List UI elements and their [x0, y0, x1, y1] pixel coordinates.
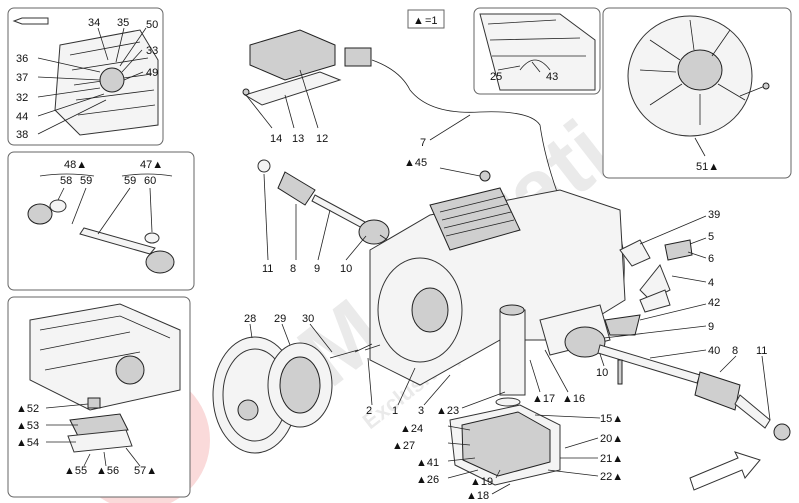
callout-11-right: 11 — [756, 345, 767, 357]
callout-39: 39 — [708, 209, 720, 221]
callout-10-left: 10 — [340, 263, 352, 275]
callout-5: 5 — [708, 231, 714, 243]
callout-16: ▲16 — [562, 393, 585, 405]
callout-3: 3 — [418, 405, 424, 417]
callout-17: ▲17 — [532, 393, 555, 405]
callout-28: 28 — [244, 313, 256, 325]
callout-54: ▲54 — [16, 437, 39, 449]
callout-27: ▲27 — [392, 440, 415, 452]
callout-29: 29 — [274, 313, 286, 325]
gearbox-callouts: 2 1 3 ▲23 ▲17 ▲16 15▲ ▲24 ▲27 ▲41 ▲26 ▲1… — [366, 349, 623, 502]
callout-51: 51▲ — [696, 161, 719, 173]
callout-37: 37 — [16, 72, 28, 84]
callout-32: 32 — [16, 92, 28, 104]
callout-44: 44 — [16, 111, 28, 123]
callout-48: 48▲ — [64, 159, 87, 171]
callout-35: 35 — [117, 17, 129, 29]
callout-15: 15▲ — [600, 413, 623, 425]
callout-49: 49 — [146, 67, 158, 79]
callout-21: 21▲ — [600, 453, 623, 465]
callout-9-left: 9 — [314, 263, 320, 275]
callout-12: 12 — [316, 133, 328, 145]
callout-11-left: 11 — [262, 263, 273, 275]
callout-33: 33 — [146, 45, 158, 57]
callout-57: 57▲ — [134, 465, 157, 477]
callout-7: 7 — [420, 137, 426, 149]
callout-14: 14 — [270, 133, 282, 145]
callout-8-right: 8 — [732, 345, 738, 357]
callout-59-left: 59 — [80, 175, 92, 187]
callout-41: ▲41 — [416, 457, 439, 469]
callout-55: ▲55 — [64, 465, 87, 477]
callout-56: ▲56 — [96, 465, 119, 477]
right-half-shaft: 9 40 8 11 10 — [564, 321, 791, 441]
legend-symbol: ▲ — [413, 15, 424, 27]
callout-53: ▲53 — [16, 420, 39, 432]
callout-59-right: 59 — [124, 175, 136, 187]
callout-24: ▲24 — [400, 423, 423, 435]
callout-60: 60 — [144, 175, 156, 187]
gearbox-housing — [354, 187, 626, 396]
callout-20: 20▲ — [600, 433, 623, 445]
callout-58: 58 — [60, 175, 72, 187]
callout-25: 25 — [490, 71, 502, 83]
wiring-harness: 7 — [344, 47, 625, 301]
callout-22: 22▲ — [600, 471, 623, 483]
callout-38: 38 — [16, 129, 28, 141]
callout-4: 4 — [708, 277, 714, 289]
callout-1: 1 — [392, 405, 398, 417]
plug-45: ▲45 — [404, 157, 491, 182]
callout-30: 30 — [302, 313, 314, 325]
callout-18: ▲18 — [466, 490, 489, 502]
callout-40: 40 — [708, 345, 720, 357]
callout-6: 6 — [708, 253, 714, 265]
callout-10-right: 10 — [596, 367, 608, 379]
callout-34: 34 — [88, 17, 100, 29]
callout-19: ▲19 — [470, 476, 493, 488]
inset-clutch-detail: 25 43 — [473, 7, 601, 95]
inset-half-shaft: 48▲ 47▲ 58 59 59 60 — [7, 151, 195, 291]
arrow-left-icon — [12, 17, 49, 25]
direction-arrow-icon — [689, 451, 761, 491]
inset-cylinder-head: 34 35 50 36 33 37 49 32 44 38 — [7, 7, 164, 146]
callout-52: ▲52 — [16, 403, 39, 415]
callout-36: 36 — [16, 53, 28, 65]
callout-9-right: 9 — [708, 321, 714, 333]
callout-43: 43 — [546, 71, 558, 83]
callout-2: 2 — [366, 405, 372, 417]
legend-text: =1 — [425, 15, 438, 27]
callout-45: ▲45 — [404, 157, 427, 169]
legend-box: ▲ =1 — [407, 9, 445, 29]
callout-23: ▲23 — [436, 405, 459, 417]
callout-50: 50 — [146, 19, 158, 31]
oil-sump — [449, 397, 561, 486]
right-brackets: 39 5 6 4 42 — [604, 209, 720, 336]
inset-bell-housing: 51▲ — [602, 7, 792, 179]
callout-42: 42 — [708, 297, 720, 309]
callout-47: 47▲ — [140, 159, 163, 171]
callout-13: 13 — [292, 133, 304, 145]
left-half-shaft: 11 8 9 10 — [257, 159, 396, 275]
callout-26: ▲26 — [416, 474, 439, 486]
flywheel-assembly: 28 29 30 — [212, 313, 359, 454]
inset-gearbox-underside: ▲52 ▲53 ▲54 ▲55 ▲56 57▲ — [7, 296, 191, 498]
tcu-module: 14 13 12 — [242, 29, 342, 145]
callout-8-left: 8 — [290, 263, 296, 275]
